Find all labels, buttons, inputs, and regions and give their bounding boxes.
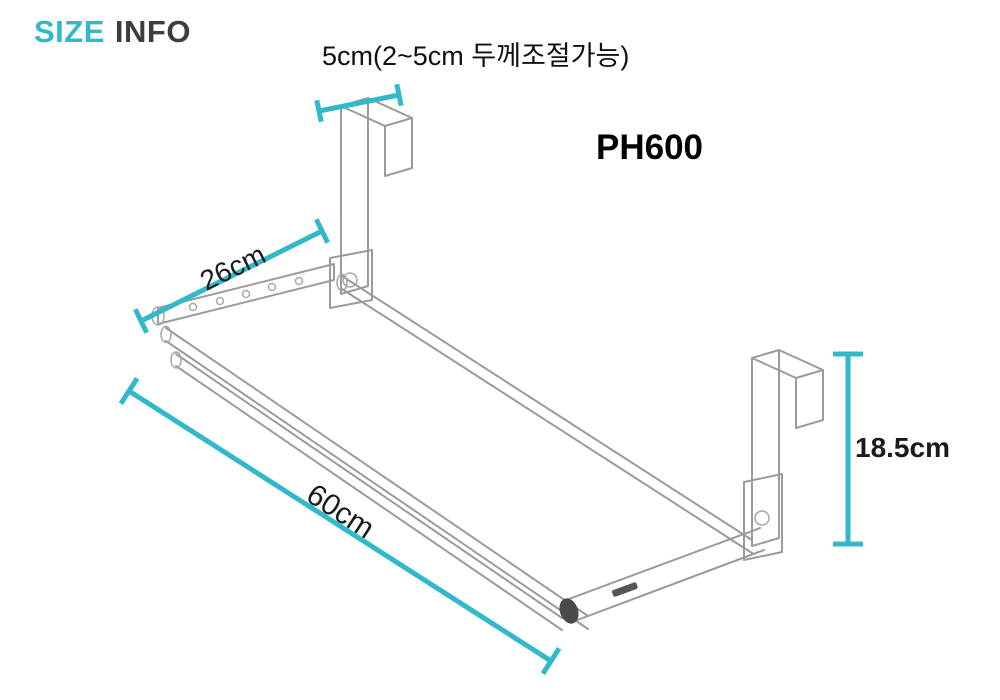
right-hook: [743, 349, 824, 561]
title-info: INFO: [114, 14, 191, 49]
page-title: SIZE INFO: [34, 14, 191, 50]
dimension-line-60cm: [118, 377, 562, 675]
rack-rails: [160, 273, 753, 631]
dimension-line-18-5cm: [833, 351, 863, 547]
dimension-label-top: 5cm(2~5cm 두께조절가능): [322, 41, 630, 71]
title-size: SIZE: [34, 14, 105, 49]
dimension-line-5cm: [314, 83, 404, 123]
right-arm: [559, 527, 765, 624]
left-arm: [151, 263, 335, 326]
product-model-label: PH600: [596, 128, 704, 167]
dimension-label-18-5cm: 18.5cm: [855, 432, 950, 463]
brand-mark: [611, 582, 638, 597]
dimension-line-26cm: [133, 218, 330, 334]
